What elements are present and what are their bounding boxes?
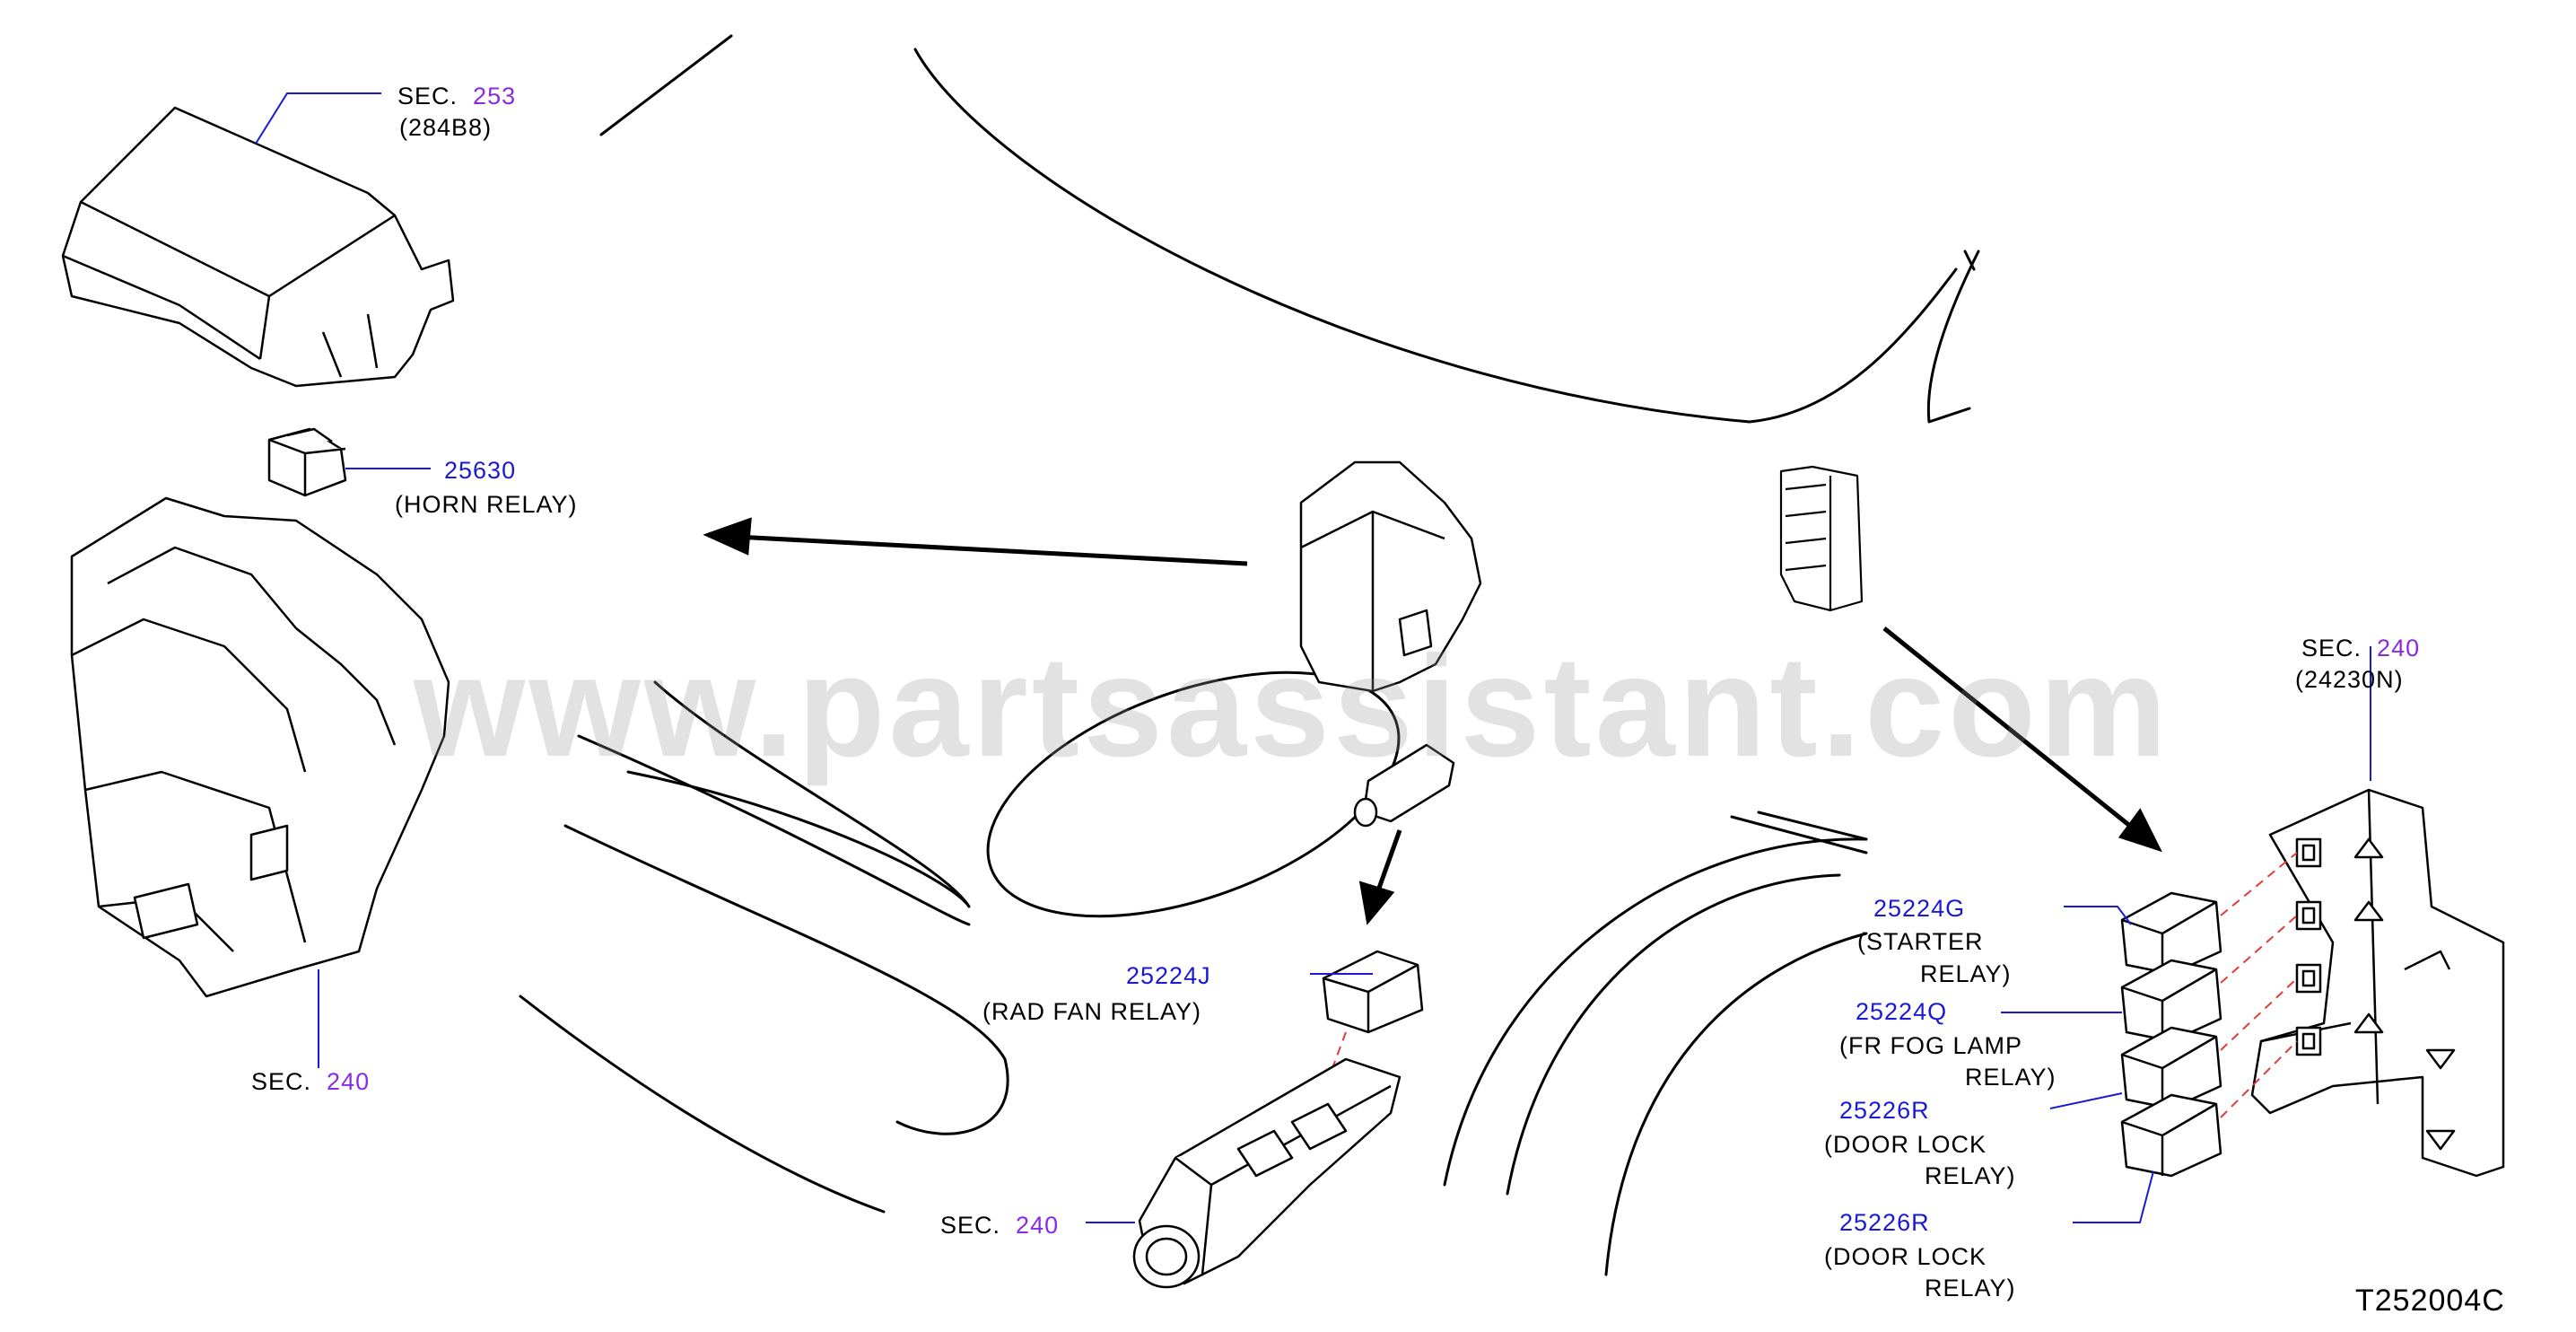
bracket-sec: SEC. 240 [2301, 635, 2421, 662]
door1-part: 25226R [1839, 1097, 1930, 1124]
starter-part: 25224G [1873, 895, 1966, 922]
horn-relay-part: 25630 [444, 457, 517, 484]
wheel-arch-outer [1443, 837, 1868, 1187]
left-fuse-box [70, 496, 450, 998]
watermark: www.partsassistant.com [413, 626, 2171, 786]
body-line-hood [913, 48, 1958, 424]
top-cover-code: (284B8) [399, 114, 493, 141]
wheel-arch-inner2 [1604, 932, 1868, 1276]
horn-relay [267, 427, 347, 497]
door2-line2: RELAY) [1925, 1275, 2016, 1301]
leader-lines [255, 92, 2371, 1223]
door2-part: 25226R [1839, 1209, 1930, 1236]
relay-bracket [2250, 788, 2505, 1178]
fog-line1: (FR FOG LAMP [1839, 1032, 2023, 1059]
body-line-bumper-low [519, 995, 886, 1214]
wheel-arch-inner [1506, 873, 1841, 1196]
door1-line1: (DOOR LOCK [1824, 1131, 1987, 1158]
relay-dash-lines [2220, 852, 2298, 1118]
rad-fan-relay [1322, 950, 1424, 1034]
body-line-bumper-top [577, 734, 971, 926]
body-line-headlamp [626, 680, 971, 908]
mid-box-sec: SEC. 240 [940, 1212, 1060, 1239]
top-cover-sec: SEC. 253 [397, 83, 517, 110]
body-line-bumper-mid [563, 824, 1009, 1135]
door2-line1: (DOOR LOCK [1824, 1243, 1987, 1270]
bracket-preview [1779, 465, 1864, 612]
bracket-code: (24230N) [2295, 666, 2404, 693]
fuse-box-cover [61, 106, 455, 388]
arrow-to-bracket [1882, 627, 2137, 832]
relay-stack [2120, 891, 2222, 1178]
detail-ellipse [986, 670, 1401, 918]
wheel-arch-lines [1730, 811, 1868, 854]
diagram-code: T252004C [2355, 1284, 2505, 1318]
door1-line2: RELAY) [1925, 1162, 2016, 1189]
connector [1353, 743, 1455, 828]
starter-line1: (STARTER [1857, 928, 1984, 955]
arrow-to-rad-fan [1375, 829, 1402, 894]
horn-relay-name: (HORN RELAY) [395, 491, 578, 518]
relay-holder [1132, 1057, 1402, 1289]
rad-fan-part: 25224J [1126, 962, 1211, 989]
starter-line2: RELAY) [1920, 960, 2012, 987]
rad-fan-name: (RAD FAN RELAY) [982, 998, 1202, 1025]
fog-part: 25224Q [1856, 998, 1948, 1025]
center-relay-box [1299, 460, 1482, 693]
body-line-top-left [599, 34, 733, 136]
left-box-sec: SEC. 240 [251, 1068, 371, 1095]
body-line-pillar [1963, 250, 1976, 271]
arrow-to-left-box [735, 534, 1248, 566]
fog-line2: RELAY) [1965, 1064, 2056, 1091]
body-line-right [1926, 250, 1980, 424]
